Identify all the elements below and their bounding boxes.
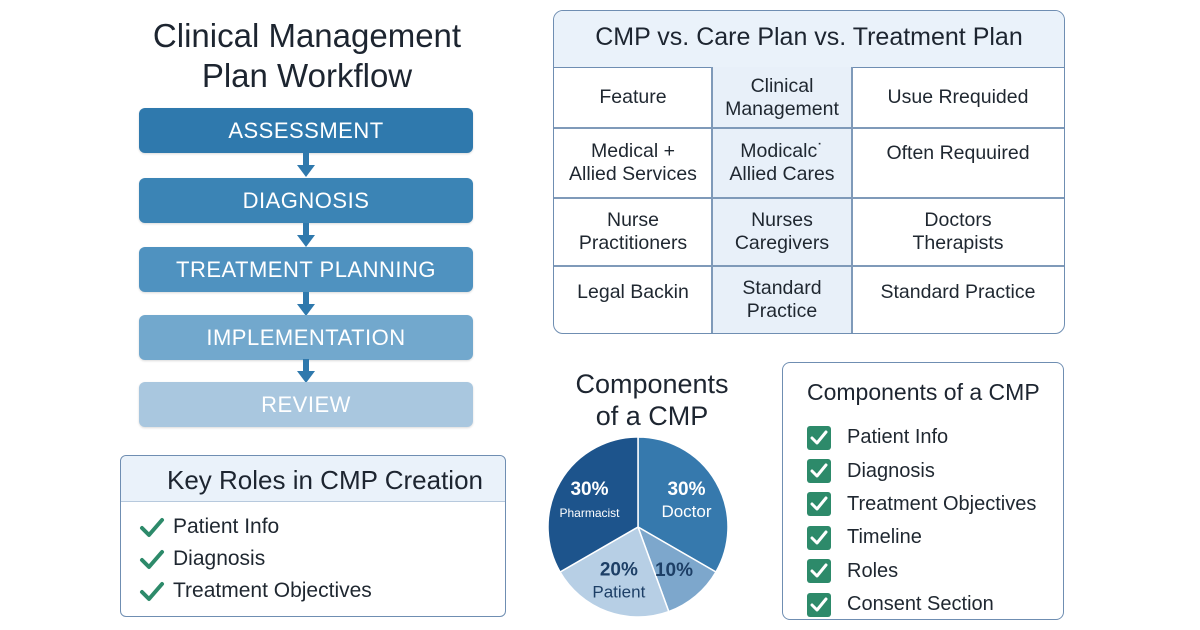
- workflow-title: Clinical Management Plan Workflow: [120, 16, 494, 96]
- pie-value-label: 30%: [570, 479, 608, 500]
- list-item: Treatment Objectives: [139, 575, 372, 607]
- workflow-step-assessment: ASSESSMENT: [139, 108, 473, 153]
- table-cell: Standard Practice: [880, 280, 1036, 303]
- table-cell: Legal Backin: [577, 280, 689, 303]
- comparison-table-header: CMP vs. Care Plan vs. Treatment Plan: [554, 11, 1064, 68]
- key-roles-panel: Key Roles in CMP Creation Patient Info D…: [120, 455, 506, 617]
- pie-chart-title: Components of a CMP: [556, 368, 748, 432]
- table-cell: Medical + Allied Services: [569, 140, 697, 185]
- checkbox-checked-icon: [807, 459, 831, 484]
- column-divider: [711, 67, 713, 333]
- table-cell: Modicalc˙ Allied Cares: [729, 140, 835, 185]
- key-roles-title: Key Roles in CMP Creation: [167, 465, 483, 495]
- table-cell: Nurses Caregivers: [734, 209, 830, 254]
- workflow-title-line-1: Clinical Management: [152, 17, 462, 54]
- down-arrow-icon: [297, 153, 315, 177]
- table-cell: Often Requuired: [886, 141, 1030, 164]
- pie-category-label: Pharmacist: [559, 506, 620, 520]
- comparison-table: CMP vs. Care Plan vs. Treatment Plan Fea…: [553, 10, 1065, 334]
- list-item-label: Patient Info: [847, 426, 949, 449]
- down-arrow-icon: [297, 359, 315, 383]
- comparison-table-title: CMP vs. Care Plan vs. Treatment Plan: [595, 23, 1023, 51]
- list-item: Patient Info: [139, 511, 372, 543]
- table-cell: Standard Practice: [742, 277, 822, 322]
- list-item: Consent Section: [807, 588, 1036, 621]
- checkmark-icon: [140, 550, 164, 569]
- pie-slice: [637, 436, 729, 574]
- pie-chart-title-line-2: of a CMP: [595, 401, 709, 431]
- components-checklist-title: Components of a CMP: [807, 379, 1040, 405]
- list-item: Roles: [807, 555, 1036, 588]
- list-item-label: Patient Info: [173, 515, 280, 538]
- checkbox-checked-icon: [807, 425, 831, 450]
- table-cell: Doctors Therapists: [912, 209, 1004, 254]
- list-item-label: Treatment Objectives: [173, 579, 372, 602]
- list-item-label: Consent Section: [847, 593, 994, 616]
- list-item-label: Roles: [847, 559, 899, 582]
- row-divider: [554, 265, 1064, 267]
- list-item: Diagnosis: [139, 543, 372, 575]
- pie-value-label: 20%: [600, 560, 638, 581]
- pie-slice: [547, 436, 639, 574]
- checkbox-checked-icon: [807, 592, 831, 617]
- pie-category-label: Patient: [592, 583, 645, 602]
- key-roles-header: Key Roles in CMP Creation: [121, 456, 505, 502]
- pie-category-label: Doctor: [661, 502, 711, 521]
- checkmark-icon: [140, 518, 164, 537]
- list-item: Treatment Objectives: [807, 488, 1036, 521]
- key-roles-list: Patient Info Diagnosis Treatment Objecti…: [139, 511, 372, 607]
- workflow-title-line-2: Plan Workflow: [201, 57, 413, 94]
- pie-value-label: 10%: [655, 560, 693, 581]
- pie-value-label: 30%: [667, 479, 705, 500]
- list-item-label: Timeline: [847, 526, 922, 549]
- workflow-step-treatment-planning: TREATMENT PLANNING: [139, 247, 473, 292]
- components-checklist: Patient Info Diagnosis Treatment Objecti…: [807, 421, 1036, 621]
- list-item-label: Treatment Objectives: [847, 492, 1037, 515]
- checkbox-checked-icon: [807, 492, 831, 517]
- workflow-step-implementation: IMPLEMENTATION: [139, 315, 473, 360]
- list-item: Timeline: [807, 521, 1036, 554]
- highlight-column: [712, 67, 852, 333]
- workflow-step-diagnosis: DIAGNOSIS: [139, 178, 473, 223]
- checkmark-icon: [140, 582, 164, 601]
- table-cell: Nurse Practitioners: [578, 209, 688, 254]
- pie-slice: [559, 525, 670, 618]
- components-checklist-panel: Components of a CMP Patient Info Diagnos…: [782, 362, 1064, 620]
- list-item-label: Diagnosis: [173, 547, 266, 570]
- pie-chart: 30% Doctor 10% 20% Patient 30% Pharmacist: [547, 436, 729, 618]
- workflow-step-review: REVIEW: [139, 382, 473, 427]
- table-cell: Feature: [599, 86, 667, 108]
- checkbox-checked-icon: [807, 525, 831, 550]
- row-divider: [554, 197, 1064, 199]
- pie-chart-title-line-1: Components: [575, 369, 729, 399]
- down-arrow-icon: [297, 292, 315, 316]
- table-cell: Clinical Management: [725, 74, 839, 120]
- row-divider: [554, 127, 1064, 129]
- column-divider: [851, 67, 853, 333]
- list-item-label: Diagnosis: [847, 459, 935, 482]
- list-item: Diagnosis: [807, 454, 1036, 487]
- down-arrow-icon: [297, 223, 315, 247]
- list-item: Patient Info: [807, 421, 1036, 454]
- table-cell: Usue Rrequided: [887, 86, 1029, 108]
- checkbox-checked-icon: [807, 559, 831, 584]
